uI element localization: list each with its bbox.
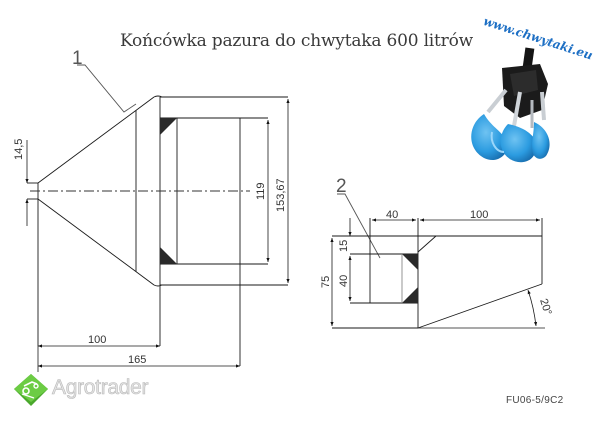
agrotrader-watermark: Agrotrader xyxy=(52,376,149,400)
part2-view xyxy=(332,193,543,329)
drawing-code: FU06-5/9C2 xyxy=(506,395,564,406)
dim-top-offset: 15 xyxy=(338,240,350,252)
part1-dimensions xyxy=(25,99,290,372)
dim-pin-diameter: 14,5 xyxy=(13,139,25,160)
dim-box-width: 40 xyxy=(386,209,398,221)
part1-hatch xyxy=(160,118,177,264)
dim-outer-height: 153,67 xyxy=(275,178,287,212)
dim-inner-height-2: 40 xyxy=(338,275,350,287)
drawing-title: Końcówka pazura do chwytaka 600 litrów xyxy=(120,31,473,51)
dim-slant-length: 100 xyxy=(470,209,488,221)
part1-label: 1 xyxy=(72,48,83,69)
dim-inner-height: 119 xyxy=(255,182,267,200)
part2-dimensions xyxy=(330,218,545,329)
dim-inner-length: 100 xyxy=(88,334,106,346)
dim-angle: 20° xyxy=(537,297,554,317)
dim-total-height: 75 xyxy=(320,276,332,288)
part2-hatch xyxy=(402,254,418,303)
dim-total-length: 165 xyxy=(128,354,146,366)
part1-view xyxy=(27,64,288,366)
agrotrader-logo-icon xyxy=(14,374,48,406)
grab-product-image xyxy=(471,47,550,163)
part2-label: 2 xyxy=(336,176,347,197)
